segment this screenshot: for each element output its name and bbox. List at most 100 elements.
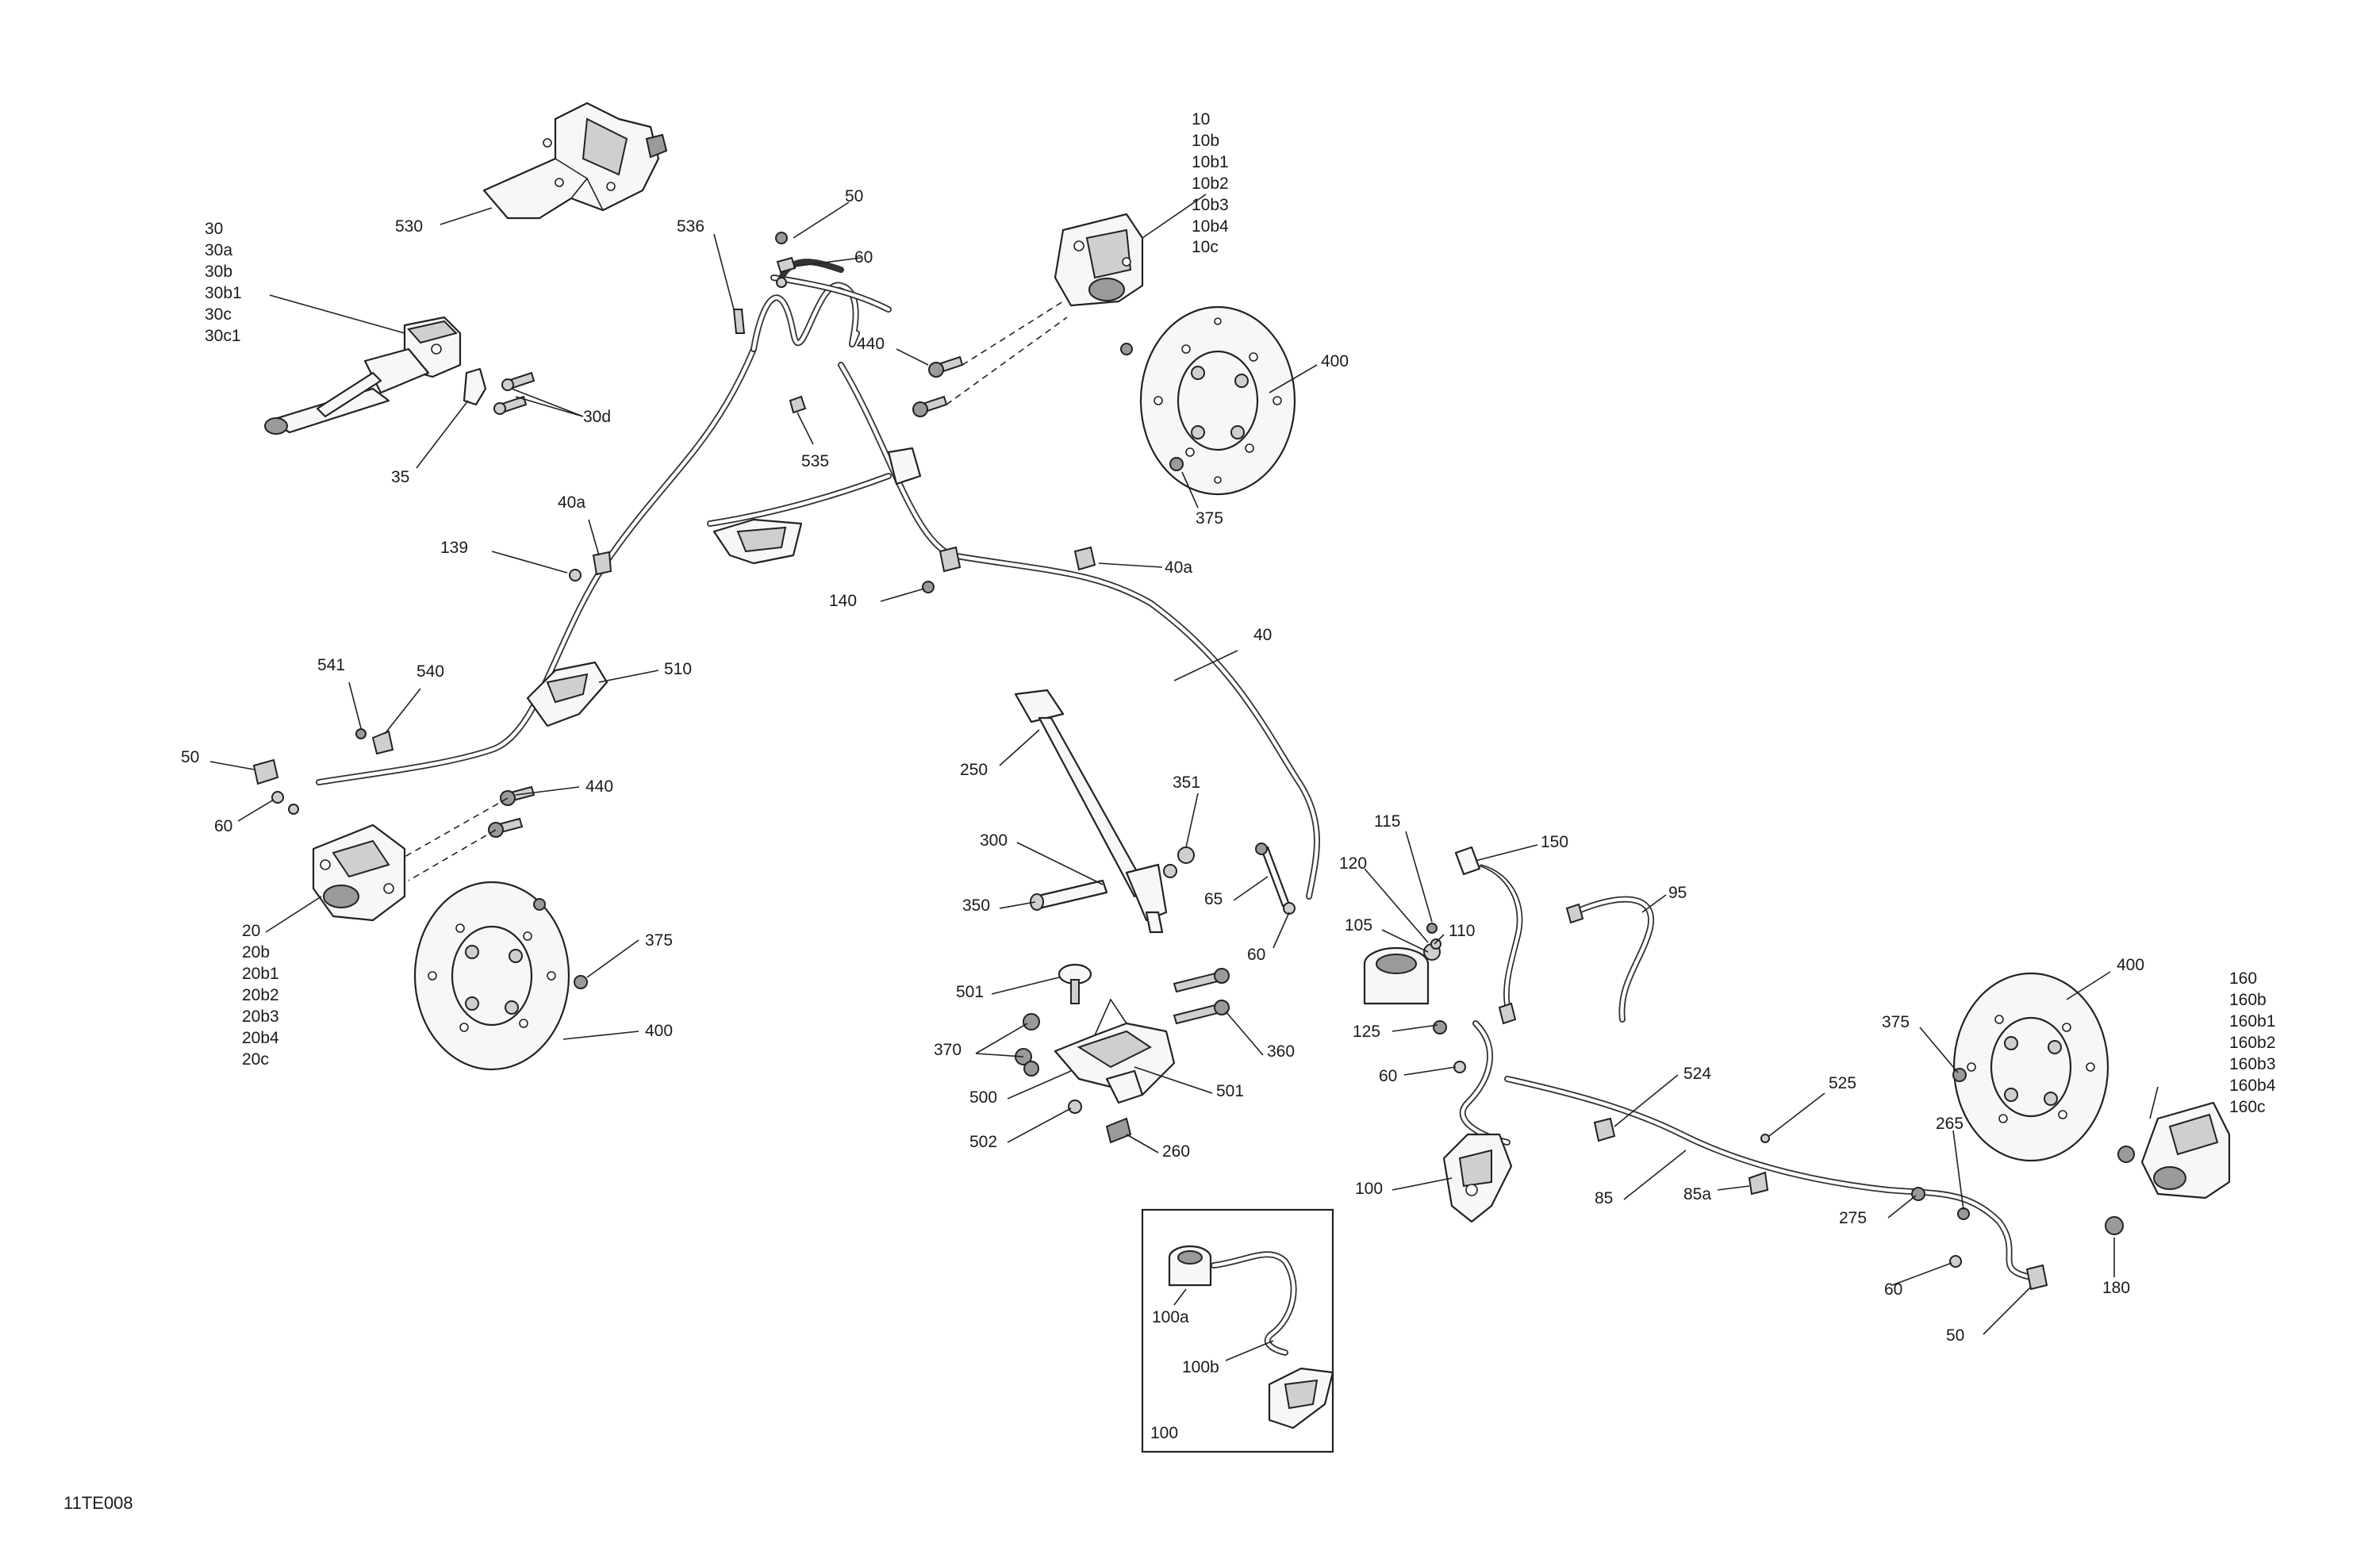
callout: 265 xyxy=(1936,1115,1964,1133)
callout: 400 xyxy=(645,1022,673,1040)
guard-510 xyxy=(526,661,608,727)
clip-40a-right xyxy=(1073,546,1096,571)
callout: 20 xyxy=(242,922,260,940)
bolt-375-left xyxy=(574,975,588,989)
callout: 160b2 xyxy=(2229,1034,2275,1052)
master-cylinder-100 xyxy=(1442,1133,1513,1223)
callout: 60 xyxy=(1379,1067,1397,1085)
callout: 501 xyxy=(956,983,984,1001)
callout: 160b4 xyxy=(2229,1077,2276,1095)
clip-40a-left xyxy=(592,551,612,576)
callout: 60 xyxy=(1247,946,1265,964)
hose-95-end xyxy=(1565,903,1584,924)
callout: 150 xyxy=(1541,833,1568,851)
callout: 350 xyxy=(962,896,990,915)
callout: 160b xyxy=(2229,991,2267,1009)
callout: 50 xyxy=(845,187,863,205)
bolt-375-top xyxy=(1169,457,1184,471)
callout: 525 xyxy=(1829,1074,1856,1092)
callout: 50 xyxy=(1946,1326,1964,1345)
callout: 375 xyxy=(645,931,673,950)
fitting-60-mid xyxy=(1453,1061,1466,1073)
callout: 50 xyxy=(181,748,199,766)
rear-disc-400 xyxy=(1952,972,2109,1162)
callout: 20b xyxy=(242,943,270,961)
callout: 40 xyxy=(1253,626,1272,644)
callout: 440 xyxy=(585,777,613,796)
callout: 375 xyxy=(1196,509,1223,528)
front-left-disc-400 xyxy=(413,881,570,1071)
spring-351 xyxy=(1163,846,1195,878)
callout: 35 xyxy=(391,468,409,486)
callout: 10 xyxy=(1192,110,1210,129)
callout: 30b1 xyxy=(205,284,242,302)
callout: 375 xyxy=(1882,1013,1910,1031)
bolts-360 xyxy=(1173,968,1230,1025)
callout: 60 xyxy=(854,248,873,267)
callout: 535 xyxy=(801,452,829,470)
pin-350 xyxy=(1030,879,1108,911)
callout: 100 xyxy=(1150,1424,1178,1442)
callout: 30c1 xyxy=(205,327,241,345)
callout: 30 xyxy=(205,220,223,238)
clip-525 xyxy=(1760,1134,1770,1143)
callout: 100 xyxy=(1355,1180,1383,1198)
callout: 100a xyxy=(1152,1308,1189,1326)
callout: 60 xyxy=(1884,1280,1902,1299)
callout: 260 xyxy=(1162,1142,1190,1161)
callout: 10b4 xyxy=(1192,217,1229,236)
bolt-180-b xyxy=(2105,1216,2124,1235)
callout: 20b2 xyxy=(242,986,279,1004)
pedal-bracket-500 xyxy=(1054,998,1176,1104)
callout: 160 xyxy=(2229,969,2257,988)
callout: 502 xyxy=(969,1133,997,1151)
callout: 10b2 xyxy=(1192,175,1229,193)
callout-labels: 10 10b 10b1 10b2 10b3 10b4 10c 30 30a 30… xyxy=(63,110,2276,1513)
diagram-code: 11TE008 xyxy=(63,1493,133,1513)
callout: 275 xyxy=(1839,1209,1867,1227)
fitting-50-right xyxy=(2025,1264,2048,1291)
bolts-440-left xyxy=(404,785,536,881)
callout: 160b3 xyxy=(2229,1055,2275,1073)
clip-535 xyxy=(789,395,807,414)
callout: 360 xyxy=(1267,1042,1295,1061)
callout: 30a xyxy=(205,241,232,259)
front-right-disc-400 xyxy=(1139,305,1296,496)
clip-140 xyxy=(922,546,962,593)
screw-139 xyxy=(569,569,582,582)
knob-501 xyxy=(1058,963,1092,1004)
callout: 125 xyxy=(1353,1023,1380,1041)
clip-540-541 xyxy=(355,728,394,755)
bolt-375-left-b xyxy=(533,898,546,911)
callout: 160b1 xyxy=(2229,1012,2275,1031)
callout: 400 xyxy=(1321,352,1349,370)
callout: 500 xyxy=(969,1088,997,1107)
callout: 160c xyxy=(2229,1098,2266,1116)
callout: 40a xyxy=(1165,558,1192,577)
brake-lines xyxy=(316,259,2034,1280)
callout: 370 xyxy=(934,1041,962,1059)
callout: 250 xyxy=(960,761,988,779)
callout: 541 xyxy=(317,656,345,674)
bracket-530 xyxy=(482,102,668,220)
bolt-265 xyxy=(1957,1207,1970,1220)
callout: 10b1 xyxy=(1192,153,1229,171)
fitting-125 xyxy=(1433,1020,1447,1034)
inset-100 xyxy=(1141,1208,1334,1453)
bolt-375-right xyxy=(1952,1068,1967,1082)
callout: 85 xyxy=(1595,1189,1613,1207)
callout: 20c xyxy=(242,1050,269,1069)
nuts-370 xyxy=(1015,1013,1040,1077)
clamp-35 xyxy=(463,367,487,406)
brake-pedal-250 xyxy=(1014,689,1168,934)
pushrod-65 xyxy=(1255,843,1296,915)
callout: 536 xyxy=(677,217,704,236)
callout: 139 xyxy=(440,539,468,557)
front-left-caliper-20 xyxy=(312,823,406,922)
fittings-top xyxy=(732,232,797,334)
screws-30d xyxy=(493,371,536,415)
callout: 95 xyxy=(1668,884,1687,902)
bumper-260 xyxy=(1105,1117,1132,1144)
cable-guide-bracket xyxy=(712,447,922,565)
